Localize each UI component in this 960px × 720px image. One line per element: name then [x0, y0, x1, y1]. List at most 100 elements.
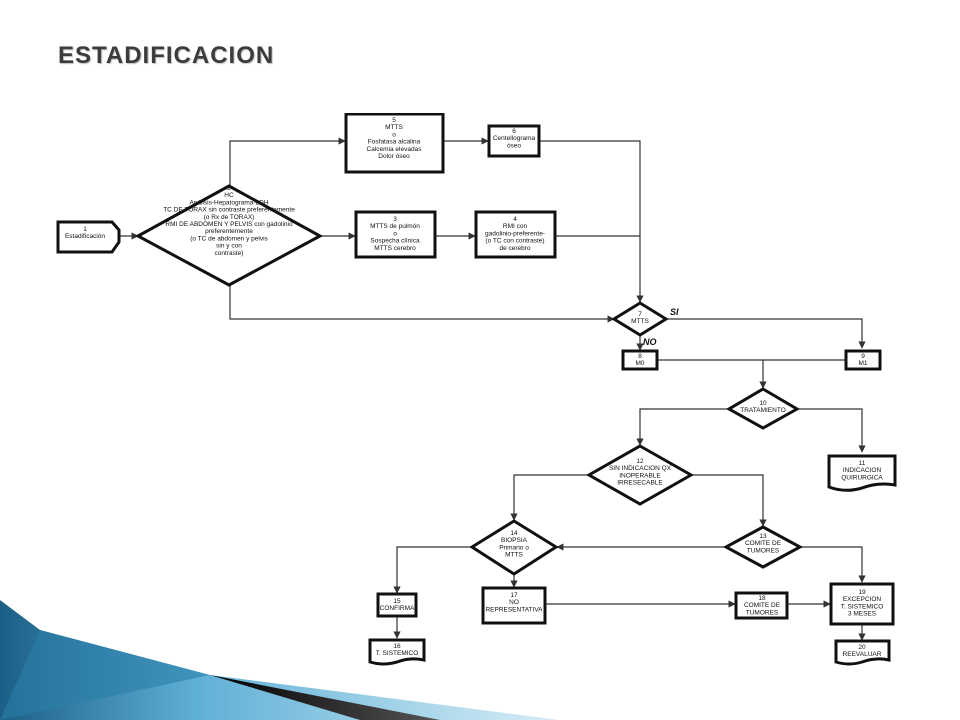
- edge-2-7: [229, 285, 615, 323]
- node-label-line: M0: [635, 360, 644, 367]
- node-label-line: SIN INDICACION QX: [609, 465, 672, 472]
- node-label-line: MTTS: [385, 124, 403, 131]
- node-label-line: sin y con: [216, 243, 242, 250]
- node-label-line: gadolinio-preferente-: [485, 230, 545, 237]
- node-label-line: 2: [227, 185, 231, 192]
- node-label-line: REPRESENTATIVA: [485, 606, 543, 613]
- node-label-line: MTTS de pulmón: [370, 223, 420, 230]
- edge-12-13: [691, 474, 767, 527]
- node-label-line: 17: [510, 592, 518, 599]
- node-label-line: RMI DE ABDOMEN Y PELVIS con gadolinio: [165, 221, 293, 228]
- node-17-no-representativa-box: [481, 586, 547, 625]
- node-label-line: 7: [638, 311, 642, 318]
- node-label-line: MTTS: [631, 318, 649, 325]
- node-label-line: TUMORES: [747, 547, 780, 554]
- node-label-line: QUIRURGICA: [841, 474, 883, 481]
- node-label-line: CONFIRMA: [380, 605, 415, 612]
- node-label-line: 1: [83, 226, 87, 233]
- edge-7-9: [668, 318, 866, 349]
- node-label-line: (o Rx de TORAX): [204, 214, 255, 221]
- node-label-line: TC DE TORAX sin contraste preferentement…: [163, 207, 295, 214]
- edge-2-5: [229, 137, 346, 186]
- node-9-m1-box: [844, 349, 882, 371]
- node-18-comite-box: [734, 591, 789, 620]
- node-label-line: Estadificación: [65, 233, 105, 240]
- node-label-line: MTTS cerebro: [374, 245, 416, 252]
- node-label-line: 15: [393, 598, 401, 605]
- edge-14-15: [393, 546, 472, 594]
- node-label-line: 18: [758, 595, 766, 602]
- node-label-line: de cerebro: [499, 245, 530, 252]
- node-label-line: 3: [393, 216, 397, 223]
- node-label-line: HC: [224, 192, 234, 199]
- edge-13-19: [800, 546, 866, 583]
- node-label-line: o: [392, 131, 396, 138]
- node-11-indicacion-quirurgica: [827, 454, 897, 492]
- node-label-line: REEVALUAR: [843, 651, 882, 658]
- edge-6-7: [540, 140, 644, 303]
- edge-10-12: [636, 408, 729, 446]
- node-19-excepcion-box: [829, 582, 895, 626]
- node-label-line: 4: [513, 216, 517, 223]
- node-label-line: INOPERABLE: [619, 472, 661, 479]
- node-label-line: 13: [759, 533, 767, 540]
- node-label-line: 12: [636, 458, 644, 465]
- node-label-line: Centellograma: [493, 135, 536, 142]
- edge-10-11: [797, 408, 866, 453]
- node-label-line: preferentemente: [205, 228, 253, 235]
- node-label-line: Análisis-Hepatograma-LDH: [189, 199, 268, 206]
- node-3-pulmon-box: [354, 210, 437, 259]
- node-label-line: COMITE DE: [744, 602, 781, 609]
- node-4-rmi-box: [474, 210, 557, 259]
- edges: [120, 137, 866, 641]
- node-label-line: BIOPSIA: [501, 537, 528, 544]
- node-label-line: 16: [393, 643, 401, 650]
- node-label-line: 20: [858, 644, 866, 651]
- node-label-line: EXCEPCION: [843, 596, 882, 603]
- node-label-line: 8: [638, 353, 642, 360]
- node-label-line: Fosfatasa alcalina: [368, 139, 421, 146]
- node-6-centellograma-box: [487, 124, 541, 158]
- node-label-line: 10: [759, 400, 767, 407]
- node-label-line: contraste): [215, 250, 244, 257]
- node-label-line: 3 MESES: [848, 611, 877, 618]
- node-label-line: 19: [858, 589, 866, 596]
- node-label-line: T. SISTEMICO: [376, 650, 419, 657]
- slide-title: ESTADIFICACION: [58, 42, 275, 69]
- node-20-reevaluar-doc: [834, 639, 891, 666]
- node-label-line: Calcemia elevadas: [367, 146, 423, 153]
- node-label-line: M1: [858, 360, 867, 367]
- node-7-mtts-diamond: [611, 301, 669, 337]
- node-label-line: Dolor óseo: [378, 153, 410, 160]
- node-label-line: TUMORES: [746, 609, 779, 616]
- node-12-sin-indicacion-diamond: [585, 444, 695, 506]
- node-1-estadificacion: [56, 220, 121, 254]
- node-label-line: o: [393, 230, 397, 237]
- decorative-swoosh: [0, 600, 560, 720]
- node-2-hc-diamond: [134, 184, 324, 287]
- node-label-line: INDICACION: [843, 467, 882, 474]
- node-label-line: Sospecha clínica: [370, 238, 420, 245]
- node-13-comite-diamond: [722, 525, 804, 569]
- node-label-line: RMI con: [503, 223, 528, 230]
- node-label-line: Primario o: [499, 544, 529, 551]
- node-label-line: 14: [510, 530, 518, 537]
- node-label-line: (o TC de abdomen y pelvis: [190, 235, 268, 242]
